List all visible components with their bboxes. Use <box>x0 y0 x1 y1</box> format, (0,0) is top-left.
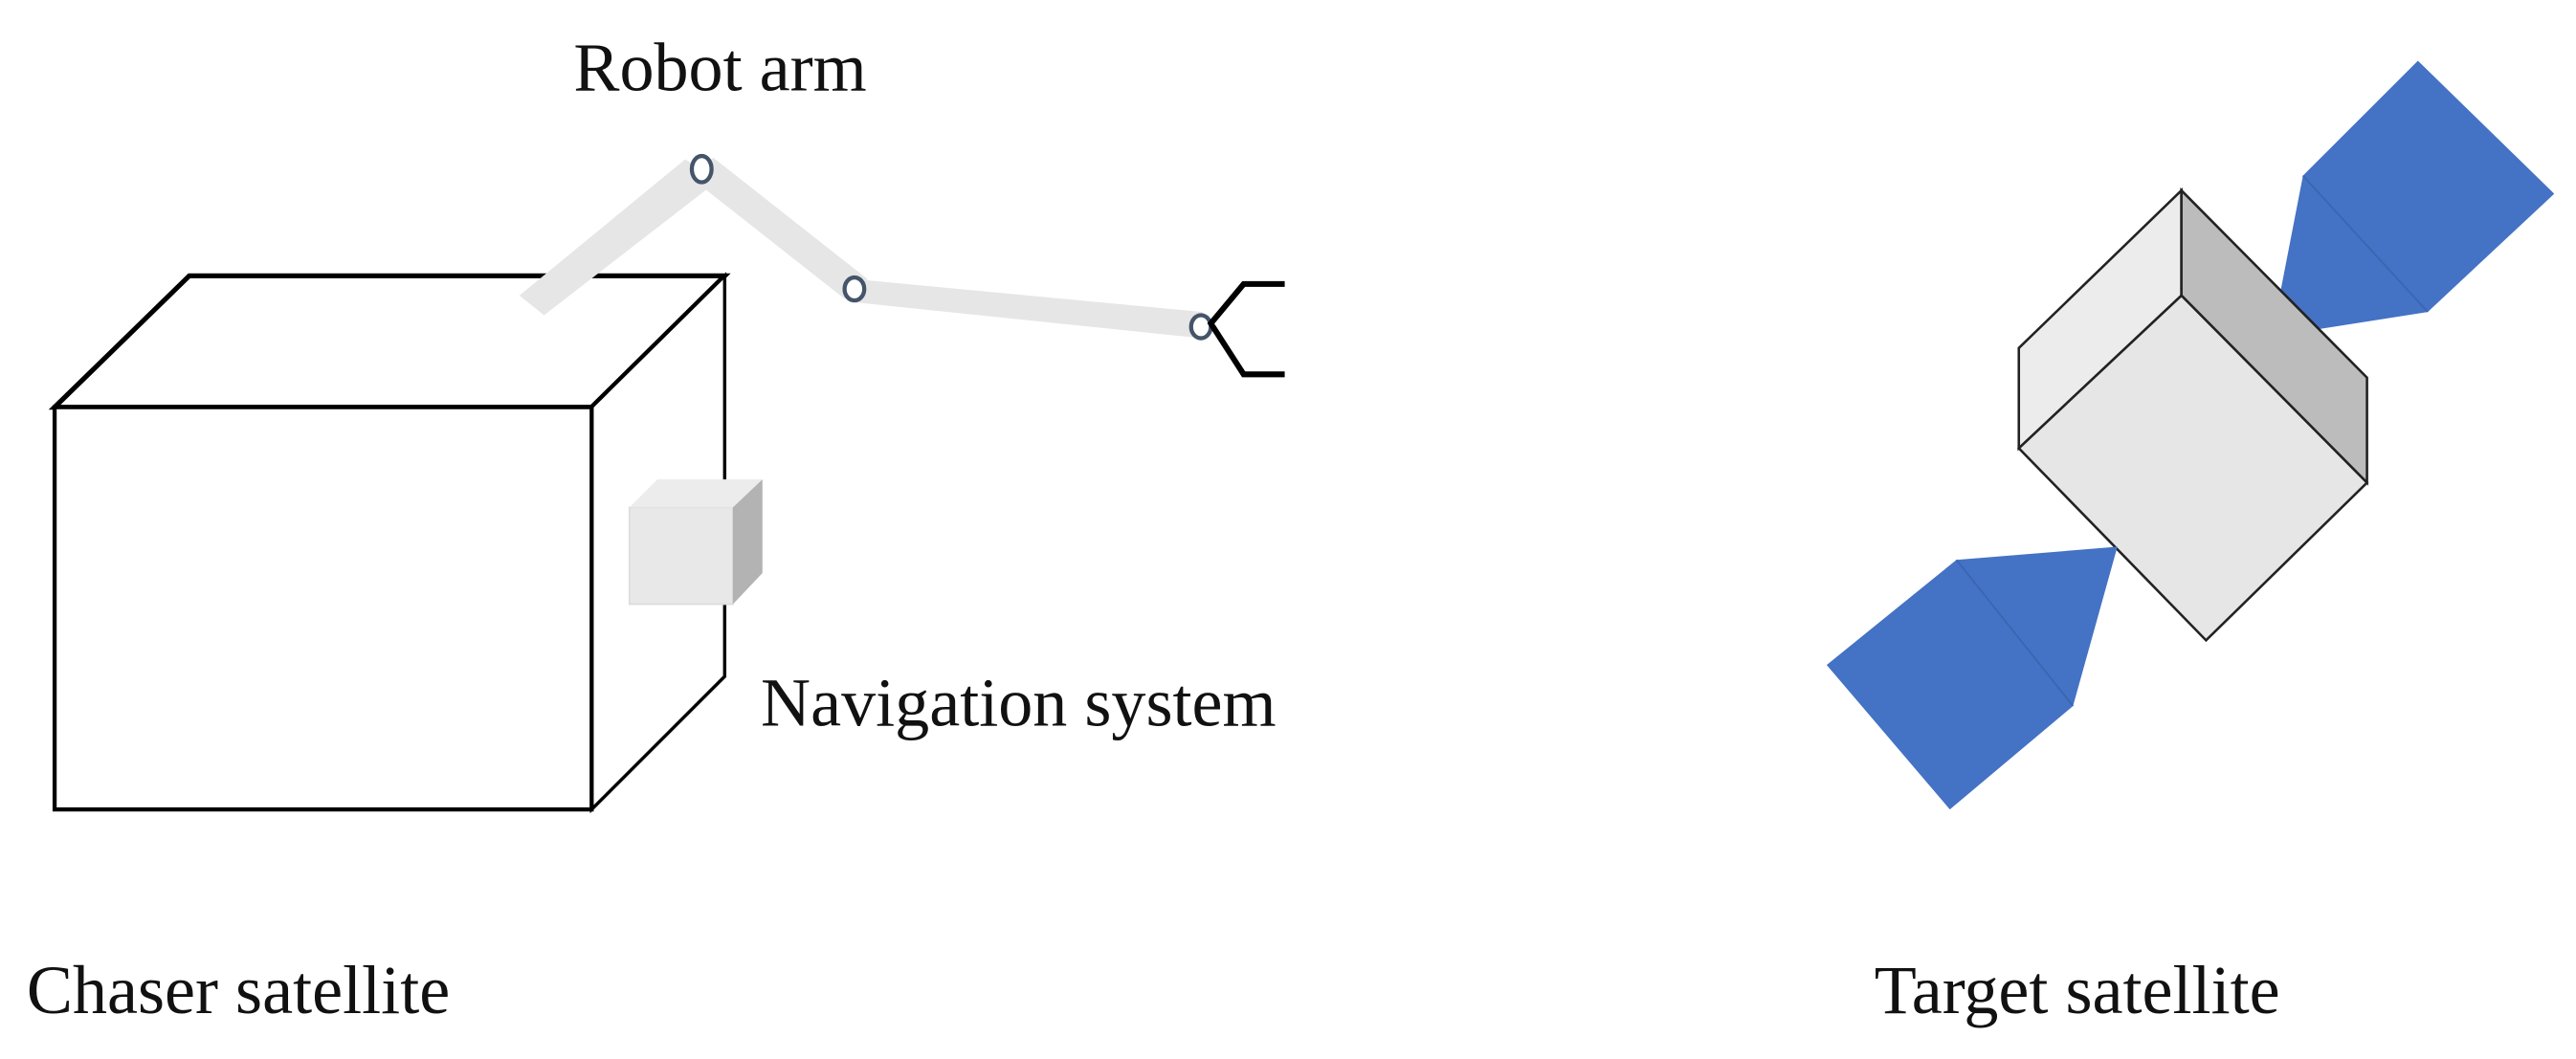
arm-link-3 <box>853 278 1203 339</box>
chaser-satellite <box>48 272 731 814</box>
robot-arm-label: Robot arm <box>573 29 866 105</box>
solar-panel-upper <box>2272 60 2555 337</box>
chaser-front-face <box>52 405 594 812</box>
joint-icon <box>689 153 714 185</box>
panel-fold-line <box>1955 559 2075 707</box>
target-front-face <box>2016 294 2369 643</box>
nav-front <box>628 506 734 606</box>
navigation-system <box>628 479 763 606</box>
nav-top <box>629 479 763 508</box>
chaser-satellite-label: Chaser satellite <box>27 952 450 1028</box>
arm-link-2 <box>690 157 868 299</box>
arm-link-1 <box>519 159 719 316</box>
joint-icon <box>1188 313 1213 341</box>
target-satellite-label: Target satellite <box>1875 952 2280 1028</box>
nav-side <box>732 479 763 605</box>
panel-fold-line <box>2302 175 2429 313</box>
solar-panel-lower <box>1826 546 2118 810</box>
joint-icon <box>842 275 867 303</box>
gripper-icon <box>1207 280 1285 378</box>
navigation-system-label: Navigation system <box>761 665 1277 741</box>
target-satellite <box>1826 60 2555 810</box>
robot-arm <box>519 153 1285 378</box>
